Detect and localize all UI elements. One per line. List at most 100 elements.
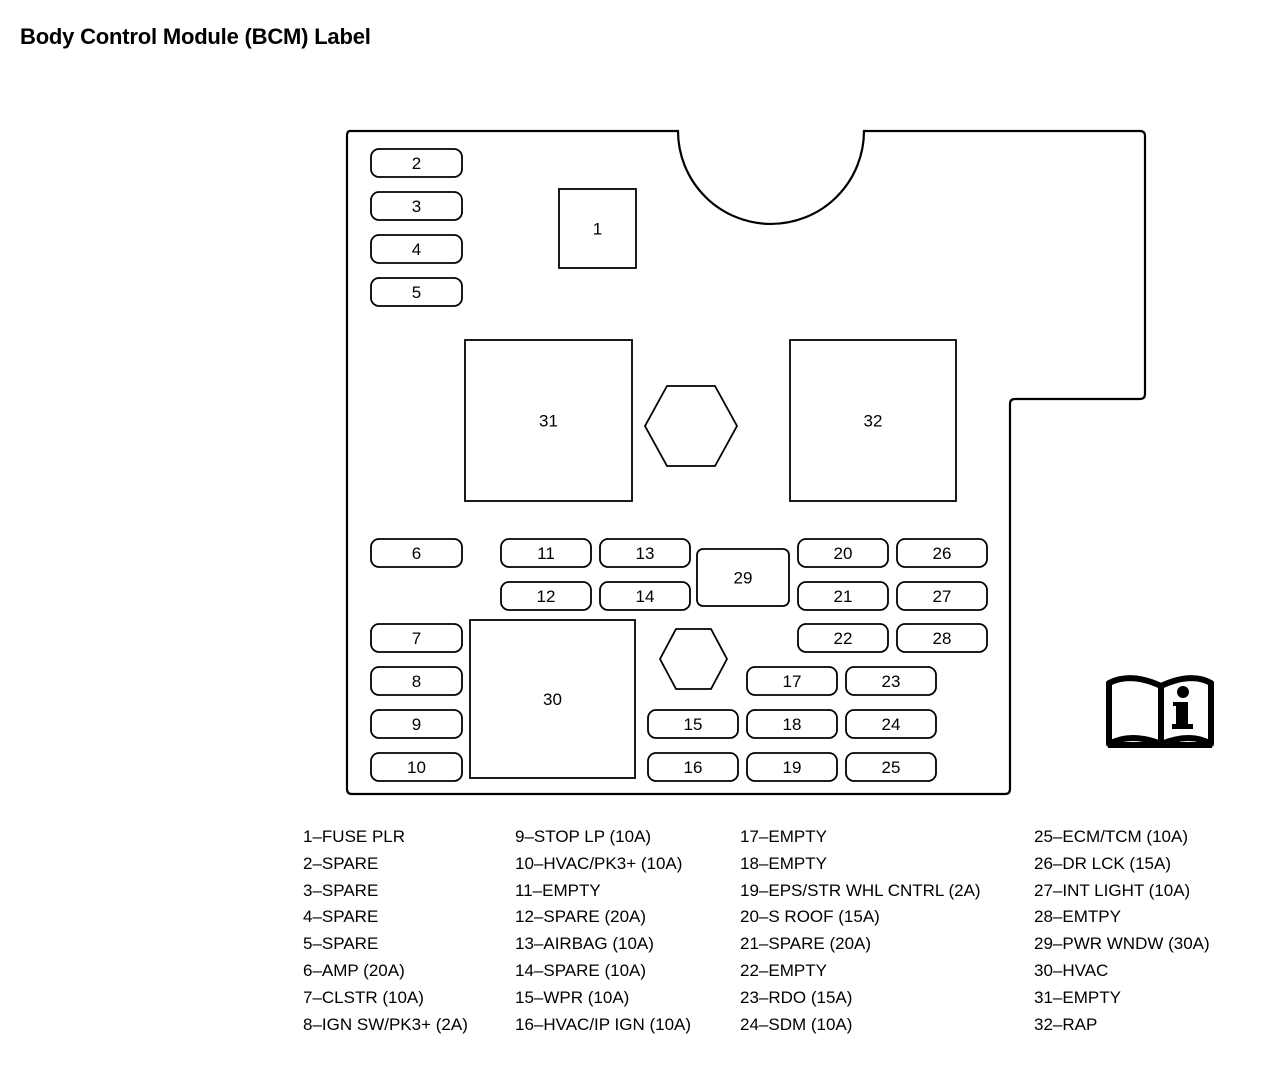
fuse-outline (558, 188, 637, 269)
fuse-5: 5 (370, 277, 463, 307)
fuse-7: 7 (370, 623, 463, 653)
fuse-outline (370, 666, 463, 696)
fuse-17: 17 (746, 666, 838, 696)
fuse-label: 21 (834, 587, 853, 606)
fuse-outline (647, 709, 739, 739)
fuse-label: 6 (412, 544, 421, 563)
fuse-25: 25 (845, 752, 937, 782)
manual-info-icon (1106, 675, 1214, 748)
fuse-label: 25 (882, 758, 901, 777)
legend-entry: 20–S ROOF (15A) (740, 907, 880, 927)
fuse-14: 14 (599, 581, 691, 611)
fuse-12: 12 (500, 581, 592, 611)
fuse-13: 13 (599, 538, 691, 568)
fuse-outline (696, 548, 790, 607)
fuse-outline (370, 752, 463, 782)
fuse-outline (845, 666, 937, 696)
fuse-outline (599, 538, 691, 568)
fuse-label: 29 (734, 569, 753, 588)
fuse-outline (789, 339, 957, 502)
fuse-outline (896, 538, 988, 568)
fuse-16: 16 (647, 752, 739, 782)
legend-entry: 23–RDO (15A) (740, 987, 853, 1007)
legend-entry: 7–CLSTR (10A) (303, 987, 424, 1007)
fuse-label: 32 (864, 412, 883, 431)
legend-entry: 10–HVAC/PK3+ (10A) (515, 853, 683, 873)
fuse-outline (746, 666, 838, 696)
legend-entry: 12–SPARE (20A) (515, 907, 647, 927)
fuse-26: 26 (896, 538, 988, 568)
fuse-24: 24 (845, 709, 937, 739)
fuse-label: 27 (933, 587, 952, 606)
fuse-label: 10 (407, 758, 426, 777)
legend-entry: 14–SPARE (10A) (515, 960, 647, 980)
fuse-outline (797, 538, 889, 568)
legend-entry: 5–SPARE (303, 934, 379, 954)
fuse-20: 20 (797, 538, 889, 568)
fuse-label: 28 (933, 629, 952, 648)
fuse-label: 12 (537, 587, 556, 606)
fuse-outline (469, 619, 636, 779)
legend-entry: 28–EMTPY (1034, 907, 1121, 927)
fuse-label: 13 (636, 544, 655, 563)
fuse-21: 21 (797, 581, 889, 611)
fuse-18: 18 (746, 709, 838, 739)
fuse-label: 19 (783, 758, 802, 777)
fuse-outline (845, 752, 937, 782)
legend-entry: 24–SDM (10A) (740, 1014, 853, 1034)
relay-31: 31 (464, 339, 633, 502)
fuse-label: 3 (412, 197, 421, 216)
fuse-outline (370, 277, 463, 307)
legend-entry: 4–SPARE (303, 907, 379, 927)
fuse-label: 8 (412, 672, 421, 691)
fuse-label: 26 (933, 544, 952, 563)
relay-32: 32 (789, 339, 957, 502)
fuse-15: 15 (647, 709, 739, 739)
relay-30: 30 (469, 619, 636, 779)
legend-entry: 25–ECM/TCM (10A) (1034, 827, 1188, 846)
fuse-outline (845, 709, 937, 739)
fuse-label: 5 (412, 283, 421, 302)
legend-entry: 17–EMPTY (740, 827, 827, 846)
fuse-label: 18 (783, 715, 802, 734)
legend-column-4: 25–ECM/TCM (10A)26–DR LCK (15A)27–INT LI… (1034, 824, 1210, 1038)
fuse-label: 9 (412, 715, 421, 734)
fuse-label: 31 (539, 412, 558, 431)
legend-entry: 29–PWR WNDW (30A) (1034, 934, 1210, 954)
fuse-outline (896, 581, 988, 611)
legend-entry: 13–AIRBAG (10A) (515, 934, 654, 954)
fuse-11: 11 (500, 538, 592, 568)
legend-entry: 27–INT LIGHT (10A) (1034, 880, 1191, 900)
fuse-8: 8 (370, 666, 463, 696)
fuse-outline (370, 234, 463, 264)
fuse-label: 30 (543, 690, 562, 709)
fuse-3: 3 (370, 191, 463, 221)
fuse-outline (370, 709, 463, 739)
fuse-label: 23 (882, 672, 901, 691)
fuse-outline (599, 581, 691, 611)
legend-entry: 15–WPR (10A) (515, 987, 630, 1007)
fuse-label: 15 (684, 715, 703, 734)
fuse-outline (746, 709, 838, 739)
fuse-outline (647, 752, 739, 782)
legend-entry: 30–HVAC (1034, 960, 1109, 980)
fuse-outline (797, 623, 889, 653)
fuse-outline (746, 752, 838, 782)
legend-entry: 2–SPARE (303, 853, 379, 873)
fuse-outline (370, 148, 463, 178)
fuse-27: 27 (896, 581, 988, 611)
fuse-outline (500, 581, 592, 611)
fuse-29: 29 (696, 548, 790, 607)
fuse-label: 1 (593, 220, 602, 239)
legend-entry: 6–AMP (20A) (303, 960, 405, 980)
fuse-23: 23 (845, 666, 937, 696)
hexagon-mark-lower (658, 628, 729, 690)
legend-entry: 18–EMPTY (740, 853, 827, 873)
legend-entry: 9–STOP LP (10A) (515, 827, 652, 846)
fuse-label: 4 (412, 240, 421, 259)
module-outline (345, 129, 1147, 796)
fuse-28: 28 (896, 623, 988, 653)
page-title: Body Control Module (BCM) Label (20, 24, 371, 49)
